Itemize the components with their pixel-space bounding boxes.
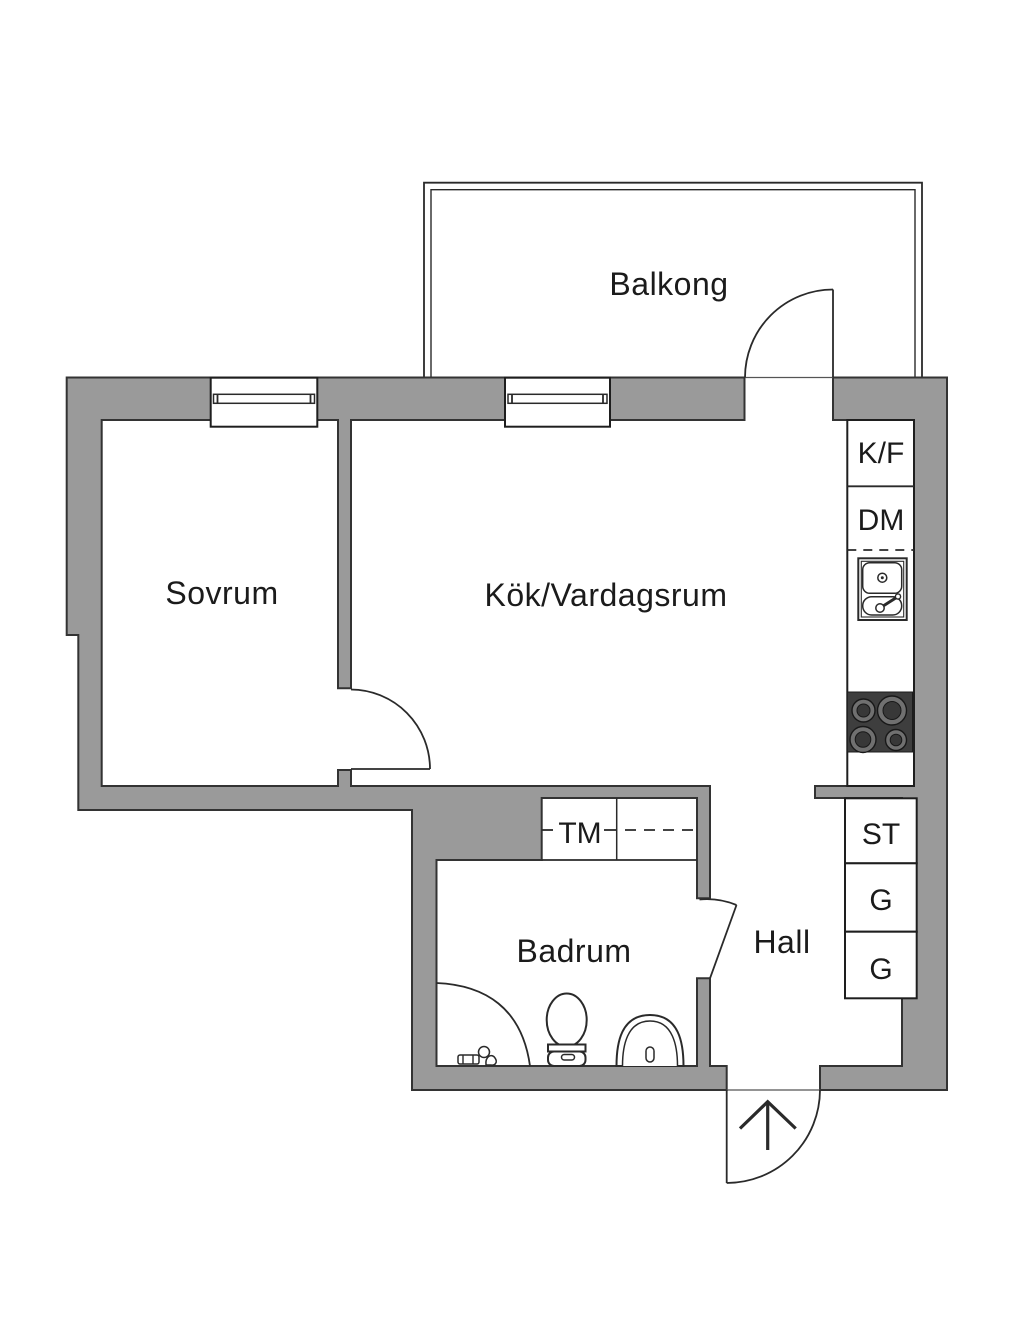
bathroom-door <box>699 898 738 979</box>
hall-closets <box>844 797 918 1000</box>
kitchen-living-label: Kök/Vardagsrum <box>485 577 728 613</box>
shower-mixer-icon <box>457 1045 497 1066</box>
shower-curtain-curve <box>436 982 531 1067</box>
bathroom-label: Badrum <box>516 933 631 969</box>
bedroom-window <box>209 376 319 428</box>
faucet-tip <box>894 593 902 600</box>
balcony-door <box>744 288 834 378</box>
mixer-knob <box>477 1045 491 1059</box>
balcony-label: Balkong <box>609 266 728 302</box>
wardrobe-g1-label: G <box>869 884 892 917</box>
entry-arrow-icon <box>738 1099 797 1150</box>
balcony-inner-rail <box>430 189 916 378</box>
bedroom-door <box>350 688 431 770</box>
sink-icon <box>857 557 908 621</box>
toilet-tank-band <box>547 1043 587 1053</box>
toilet-icon <box>545 992 588 1067</box>
stove-icon <box>846 691 913 754</box>
washing-machine-label: TM <box>558 817 601 850</box>
basin-tap <box>645 1046 655 1063</box>
fridge-freezer-label: K/F <box>858 437 905 470</box>
washbasin-icon <box>615 1013 685 1067</box>
faucet-base <box>875 603 885 613</box>
toilet-flush-button <box>560 1053 576 1061</box>
bedroom-label: Sovrum <box>165 575 278 611</box>
closet-st-label: ST <box>862 818 900 851</box>
mixer-bar <box>457 1054 480 1065</box>
mixer-hose <box>485 1054 497 1066</box>
closet-g2-box <box>844 930 918 1000</box>
hob-burners <box>849 695 908 754</box>
door-swing-arc <box>726 1089 821 1184</box>
bathroom-fixtures <box>436 982 685 1067</box>
window-glass-bar <box>212 393 316 405</box>
window-glass-bar <box>507 393 608 405</box>
basin-inner <box>621 1020 679 1067</box>
entry-door <box>725 1089 821 1184</box>
wall-main-left <box>65 376 746 1091</box>
door-swing-arc <box>744 288 834 378</box>
closet-g1-box <box>844 862 918 933</box>
hall-label: Hall <box>753 924 810 960</box>
kitchen-window <box>504 376 611 428</box>
washing-machine-niche <box>541 798 697 861</box>
sink-drain-dot <box>880 576 884 580</box>
toilet-bowl <box>545 992 588 1048</box>
wardrobe-g2-label: G <box>869 953 892 986</box>
balcony-outline <box>423 181 923 378</box>
dishwasher-label: DM <box>858 504 905 537</box>
door-swing-arc <box>350 688 431 770</box>
balcony-outer-rail <box>423 181 923 378</box>
closet-st-box <box>844 797 918 865</box>
kitchen-counter-column <box>846 419 915 787</box>
door-swing-arc <box>699 898 737 906</box>
door-leaf <box>709 904 738 979</box>
arrow-head <box>738 1099 797 1130</box>
